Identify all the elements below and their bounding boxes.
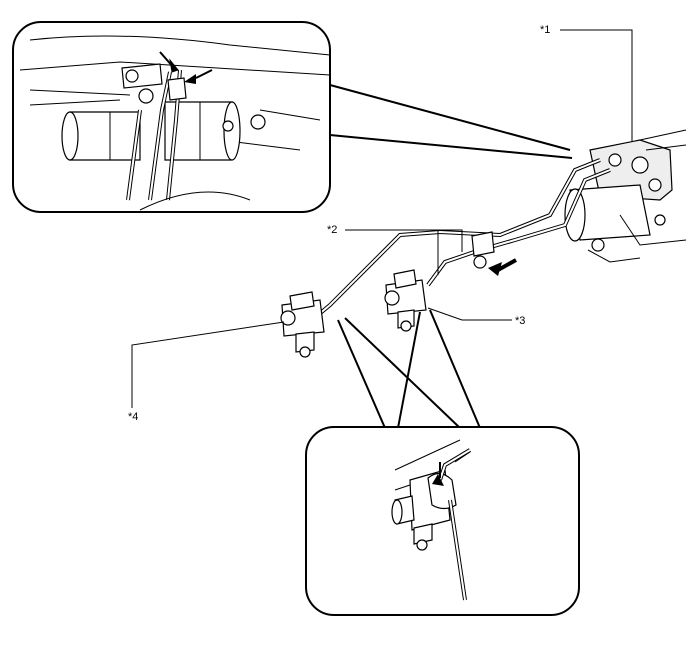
union-fitting-middle [384,269,427,332]
callout-label-2: *2 [327,224,337,236]
arrow-icon [432,462,444,486]
arrow-icon [488,258,517,276]
callout-line-4 [131,321,285,408]
arrow-icon [159,51,179,73]
callout-label-4: *4 [128,411,138,423]
callout-label-3: *3 [515,315,525,327]
inset-leader-lower [337,309,481,429]
callout-line-1 [560,29,633,142]
callout-line-3 [427,307,512,321]
valve-assembly [564,129,687,263]
detail-inset-upper [12,21,331,213]
arrow-icon [184,69,213,84]
inset-leader-upper [329,84,573,159]
brake-pipes [316,158,611,317]
union-fitting-left [280,291,325,358]
detail-inset-lower [305,426,580,616]
callout-line-2 [345,229,463,275]
callout-label-1: *1 [540,24,550,36]
